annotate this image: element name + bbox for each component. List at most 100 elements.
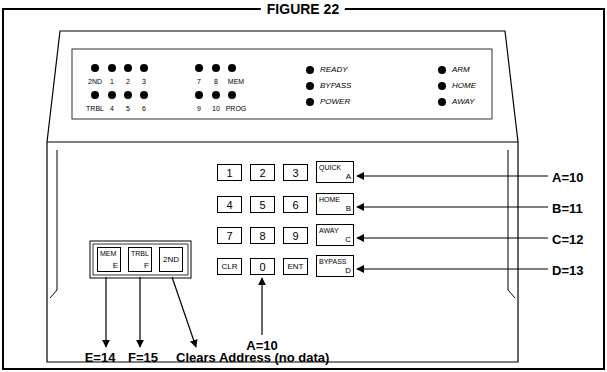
led-label: ARM — [452, 66, 470, 74]
key-legend: QUICK — [319, 164, 341, 171]
keypad-key: 3 — [283, 164, 308, 181]
key-legend: 4 — [226, 199, 232, 210]
led-indicator — [124, 91, 132, 99]
figure-title: FIGURE 22 — [261, 2, 345, 16]
key-legend: 2 — [259, 167, 265, 178]
led-indicator — [124, 64, 132, 72]
callout-label: B=11 — [552, 202, 583, 215]
callout-arrow — [139, 277, 140, 347]
keypad-key: TRBL F — [128, 247, 152, 272]
keypad-key: 4 — [217, 196, 242, 213]
keypad-housing — [47, 31, 518, 362]
led-indicator — [228, 91, 236, 99]
key-letter: C — [345, 236, 351, 244]
led-indicator — [306, 66, 314, 74]
key-panel — [93, 244, 188, 275]
keypad-key: 7 — [217, 227, 242, 244]
key-legend: AWAY — [319, 227, 339, 234]
callout-label: E=14 — [85, 351, 116, 364]
callout-label: C=12 — [552, 233, 583, 246]
led-indicator — [91, 64, 99, 72]
figure-frame — [3, 9, 604, 369]
key-legend: HOME — [319, 196, 340, 203]
key-legend: 7 — [226, 230, 232, 241]
led-indicator — [212, 91, 220, 99]
led-label: READY — [320, 66, 348, 74]
key-panel — [90, 241, 191, 278]
keypad-key: 2 — [250, 164, 275, 181]
key-legend: 1 — [226, 167, 232, 178]
callout-label: A=10 — [552, 171, 583, 184]
callout-arrow — [172, 277, 196, 347]
key-legend: ENT — [288, 263, 304, 271]
key-letter: D — [345, 267, 351, 275]
led-label: HOME — [452, 82, 476, 90]
led-indicator — [91, 91, 99, 99]
key-letter: E — [113, 262, 118, 270]
key-legend: CLR — [221, 263, 237, 271]
callout-arrow — [357, 206, 548, 207]
led-label: 9 — [197, 105, 201, 112]
key-letter: A — [346, 173, 351, 181]
led-indicator — [140, 91, 148, 99]
key-legend: 2ND — [163, 256, 179, 264]
housing-edge — [508, 150, 515, 298]
keypad-key: HOMEB — [316, 193, 354, 215]
keypad-key: CLR — [217, 258, 242, 275]
callout-arrow — [357, 237, 548, 238]
key-legend: 6 — [292, 199, 298, 210]
keypad-key: 9 — [283, 227, 308, 244]
led-label: TRBL — [86, 105, 104, 112]
led-label: 8 — [214, 78, 218, 85]
keypad-key: 6 — [283, 196, 308, 213]
led-indicator — [228, 64, 236, 72]
led-group — [91, 64, 446, 106]
key-legend: TRBL — [131, 250, 149, 257]
keypad-key: QUICK A — [316, 161, 354, 183]
housing-ledge — [47, 142, 518, 143]
led-indicator — [306, 98, 314, 106]
keypad-key: BYPASSD — [316, 255, 354, 277]
led-indicator — [438, 66, 446, 74]
led-indicator — [212, 64, 220, 72]
keypad-key: 2ND — [159, 247, 183, 272]
led-indicator — [108, 64, 116, 72]
led-label: 7 — [197, 78, 201, 85]
callout-arrow — [357, 175, 548, 176]
led-indicator — [438, 82, 446, 90]
led-label: AWAY — [452, 98, 475, 106]
keypad-key: 8 — [250, 227, 275, 244]
led-label: 2ND — [88, 78, 102, 85]
keypad-key: 0 — [250, 258, 275, 275]
key-legend: 8 — [259, 230, 265, 241]
keypad-key: AWAY C — [316, 224, 354, 246]
key-letter: F — [144, 262, 149, 270]
led-label: POWER — [320, 98, 350, 106]
led-label: 3 — [142, 78, 146, 85]
housing-edge — [50, 150, 57, 298]
led-indicator — [438, 98, 446, 106]
key-legend: 9 — [292, 230, 298, 241]
callout-arrow — [357, 268, 548, 269]
callout-arrow — [261, 278, 262, 335]
led-label: 10 — [212, 105, 220, 112]
display-window — [72, 49, 492, 119]
callout-label: F=15 — [128, 351, 158, 364]
keypad-key: MEM E — [97, 247, 121, 272]
led-label: 4 — [110, 105, 114, 112]
led-indicator — [306, 82, 314, 90]
keypad-key: 5 — [250, 196, 275, 213]
led-indicator — [140, 64, 148, 72]
callout-label: D=13 — [552, 264, 583, 277]
key-legend: MEM — [100, 250, 116, 257]
callout-label: Clears Address (no data) — [176, 351, 329, 364]
led-label: MEM — [228, 78, 244, 85]
keypad-key: ENT — [283, 258, 308, 275]
led-indicator — [108, 91, 116, 99]
led-label: 1 — [110, 78, 114, 85]
led-label: PROG — [226, 105, 247, 112]
led-indicator — [195, 91, 203, 99]
led-indicator — [195, 64, 203, 72]
led-label: BYPASS — [320, 82, 351, 90]
